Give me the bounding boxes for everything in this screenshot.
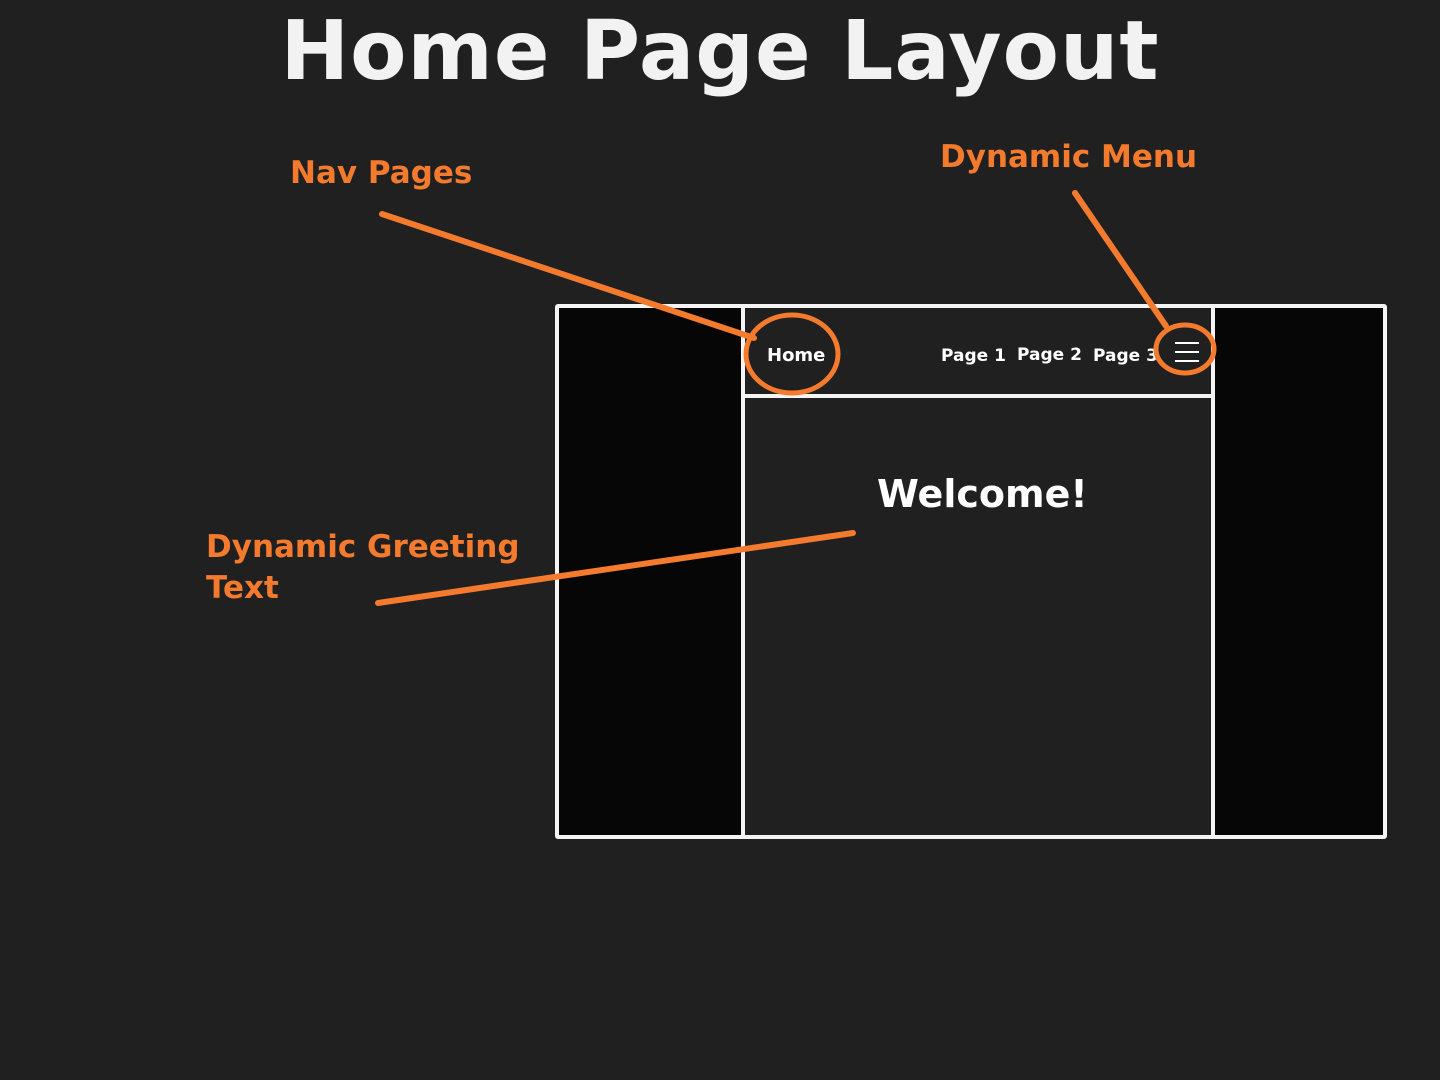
callout-nav-pages: Nav Pages bbox=[290, 155, 473, 191]
page-title: Home Page Layout bbox=[280, 4, 1160, 99]
callout-greeting-line-2: Text bbox=[206, 570, 279, 606]
callout-dynamic-greeting: Dynamic Greeting Text bbox=[206, 527, 520, 609]
greeting-text: Welcome! bbox=[877, 472, 1088, 516]
nav-home-link[interactable]: Home bbox=[767, 345, 826, 366]
callout-dynamic-menu: Dynamic Menu bbox=[940, 139, 1198, 175]
nav-page-1-link[interactable]: Page 1 bbox=[941, 346, 1006, 366]
hamburger-menu-icon[interactable] bbox=[1174, 339, 1200, 365]
right-side-panel bbox=[1211, 308, 1383, 835]
nav-page-2-link[interactable]: Page 2 bbox=[1017, 345, 1082, 365]
callout-greeting-line-1: Dynamic Greeting bbox=[206, 529, 520, 565]
wireframe-navbar: Home Page 1 Page 2 Page 3 bbox=[745, 308, 1215, 398]
left-side-panel bbox=[559, 308, 745, 835]
wireframe-page: Home Page 1 Page 2 Page 3 Welcome! bbox=[555, 304, 1387, 839]
nav-page-3-link[interactable]: Page 3 bbox=[1093, 346, 1158, 366]
